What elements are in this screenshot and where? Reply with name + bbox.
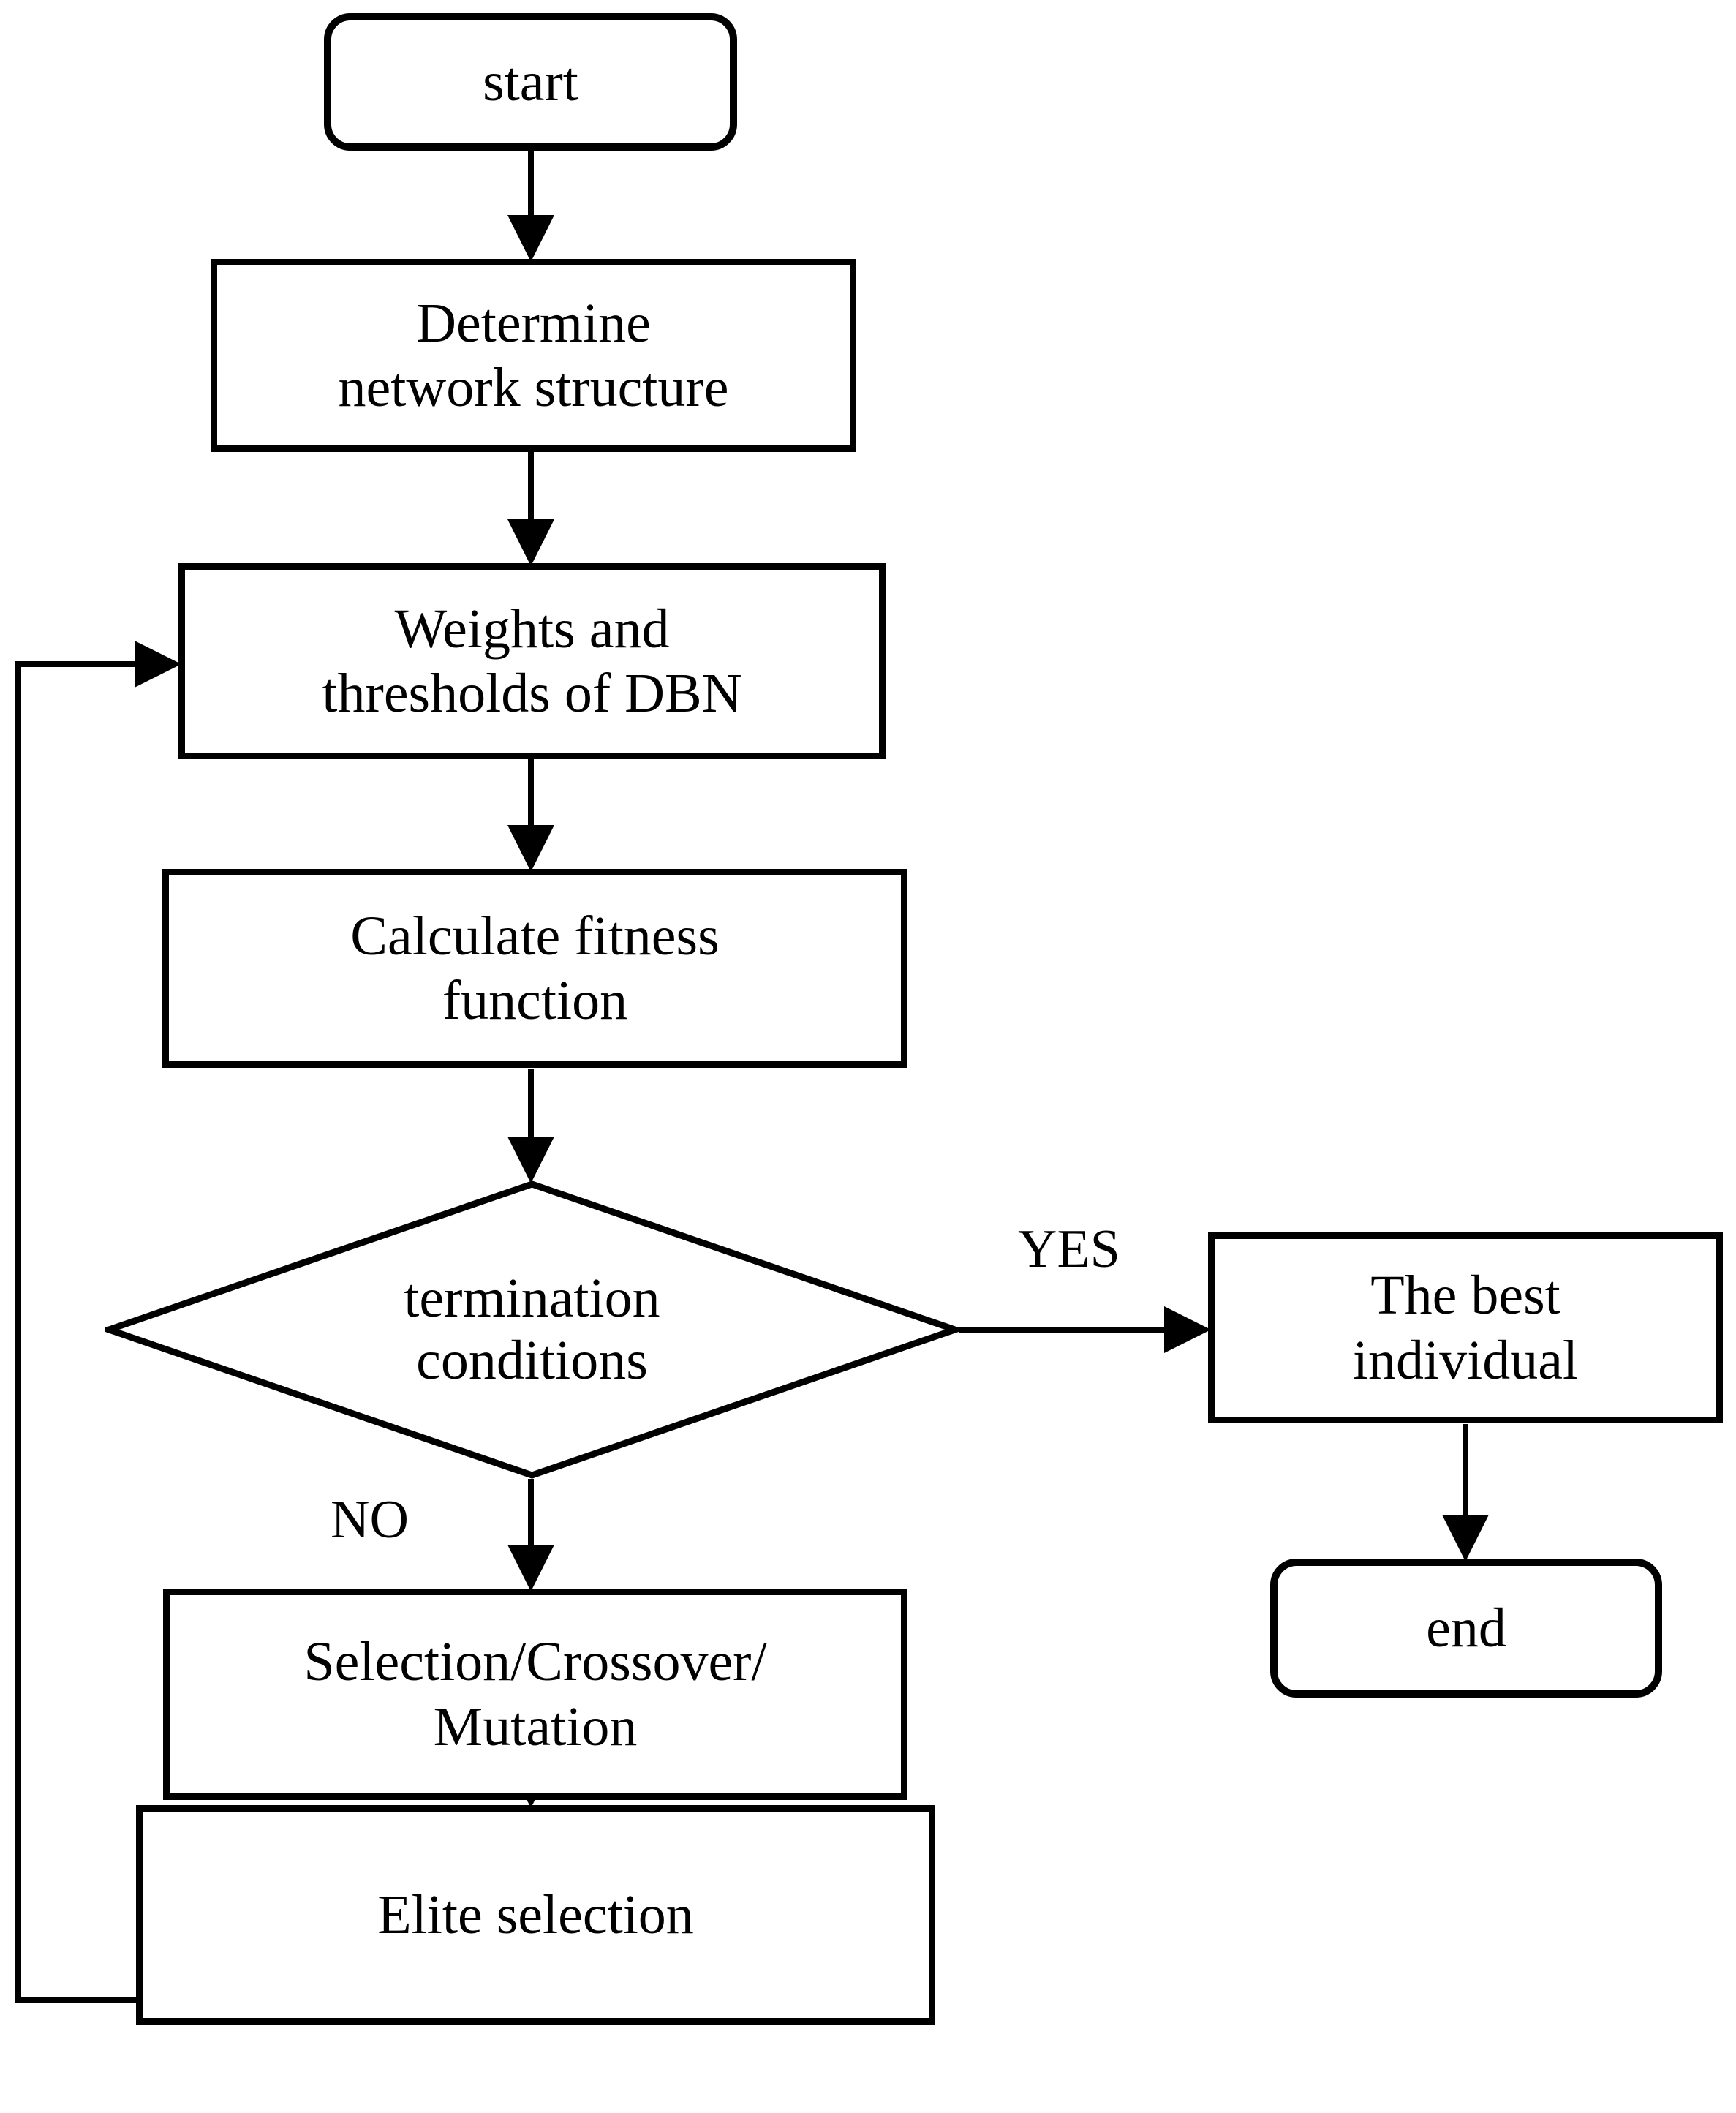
- node-best-label: The best individual: [1352, 1265, 1579, 1391]
- node-end-label: end: [1426, 1597, 1506, 1659]
- node-calculate-fitness-function[interactable]: Calculate fitness function: [162, 869, 907, 1068]
- node-weights-thresholds-dbn[interactable]: Weights and thresholds of DBN: [178, 563, 886, 759]
- node-determine-label: Determine network structure: [338, 292, 729, 418]
- node-termination-conditions[interactable]: termination conditions: [105, 1180, 959, 1479]
- node-determine-network-structure[interactable]: Determine network structure: [211, 259, 856, 452]
- node-decision-label: termination conditions: [404, 1267, 660, 1391]
- edge-label-yes: YES: [1018, 1219, 1120, 1279]
- node-selection-crossover-mutation[interactable]: Selection/Crossover/ Mutation: [163, 1589, 907, 1800]
- node-start-label: start: [483, 50, 578, 113]
- node-fitness-label: Calculate fitness function: [350, 905, 720, 1031]
- node-elite-selection[interactable]: Elite selection: [136, 1805, 935, 2025]
- node-the-best-individual[interactable]: The best individual: [1208, 1232, 1723, 1423]
- decision-diamond-shape: [105, 1180, 959, 1479]
- edge-label-no: NO: [331, 1490, 409, 1550]
- node-weights-label: Weights and thresholds of DBN: [322, 598, 742, 724]
- node-start[interactable]: start: [324, 13, 737, 151]
- node-end[interactable]: end: [1270, 1559, 1662, 1698]
- node-selection-label: Selection/Crossover/ Mutation: [303, 1631, 767, 1758]
- node-elite-label: Elite selection: [377, 1883, 694, 1946]
